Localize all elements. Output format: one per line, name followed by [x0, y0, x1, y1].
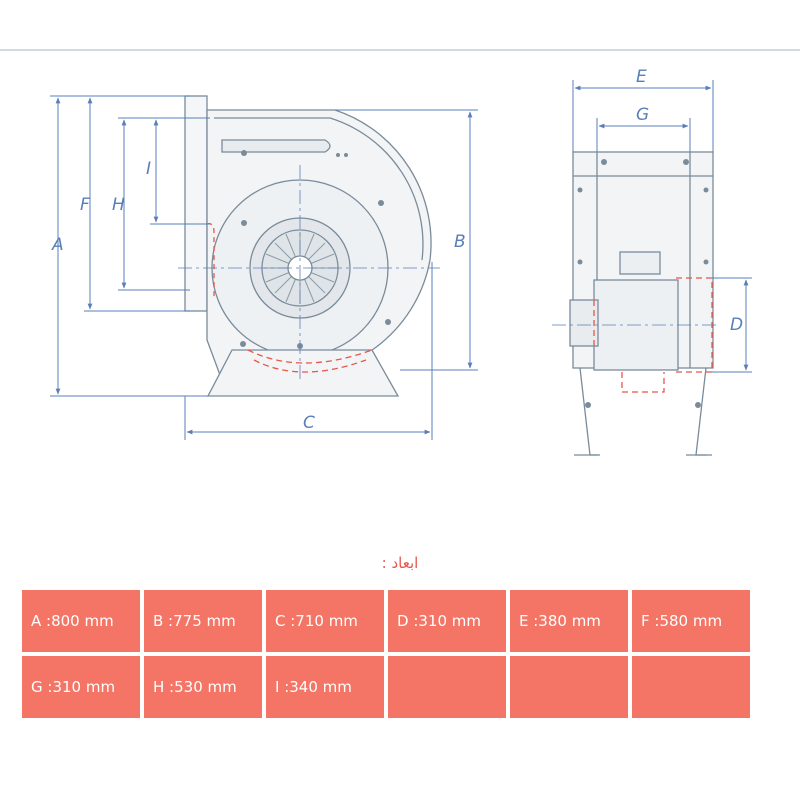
table-cell: G :310 mm — [22, 656, 140, 718]
label-e: E — [636, 67, 647, 87]
motor-end-cap — [569, 299, 599, 347]
motor-top — [619, 251, 661, 275]
table-cell: E :380 mm — [510, 590, 628, 652]
label-d: D — [730, 315, 743, 335]
label-i: I — [146, 159, 151, 179]
side-dimensions — [572, 80, 752, 373]
label-g: G — [636, 105, 649, 125]
label-b: B — [454, 232, 466, 252]
top-divider — [0, 49, 800, 51]
dimensions-caption: ابعاد : — [381, 554, 419, 572]
table-cell: A :800 mm — [22, 590, 140, 652]
side-view — [552, 151, 720, 456]
label-c: C — [303, 413, 315, 433]
fan-stand — [206, 349, 400, 397]
motor-hidden-line-2 — [253, 359, 367, 373]
table-cell: B :775 mm — [144, 590, 262, 652]
outlet-flange — [184, 95, 208, 312]
front-centerlines — [178, 165, 440, 380]
front-view — [178, 95, 440, 397]
table-cell: H :530 mm — [144, 656, 262, 718]
side-legs — [574, 367, 712, 456]
housing-slot — [221, 139, 331, 153]
label-f: F — [80, 195, 90, 215]
table-cell: I :340 mm — [266, 656, 384, 718]
label-a: A — [51, 235, 64, 255]
table-cell: C :710 mm — [266, 590, 384, 652]
table-row: G :310 mm H :530 mm I :340 mm — [22, 656, 750, 718]
table-cell — [510, 656, 628, 718]
table-row: A :800 mm B :775 mm C :710 mm D :310 mm … — [22, 590, 750, 652]
label-h: H — [112, 195, 125, 215]
side-bolt-holes — [577, 159, 709, 408]
housing-inner-edge — [214, 117, 424, 261]
table-cell — [388, 656, 506, 718]
table-cell: D :310 mm — [388, 590, 506, 652]
dimensions-table: A :800 mm B :775 mm C :710 mm D :310 mm … — [18, 586, 754, 722]
table-cell: F :580 mm — [632, 590, 750, 652]
fan-technical-drawing: A F H I B C — [50, 67, 752, 456]
table-cell — [632, 656, 750, 718]
motor-hidden-line — [247, 349, 373, 364]
front-dimensions — [50, 95, 478, 440]
